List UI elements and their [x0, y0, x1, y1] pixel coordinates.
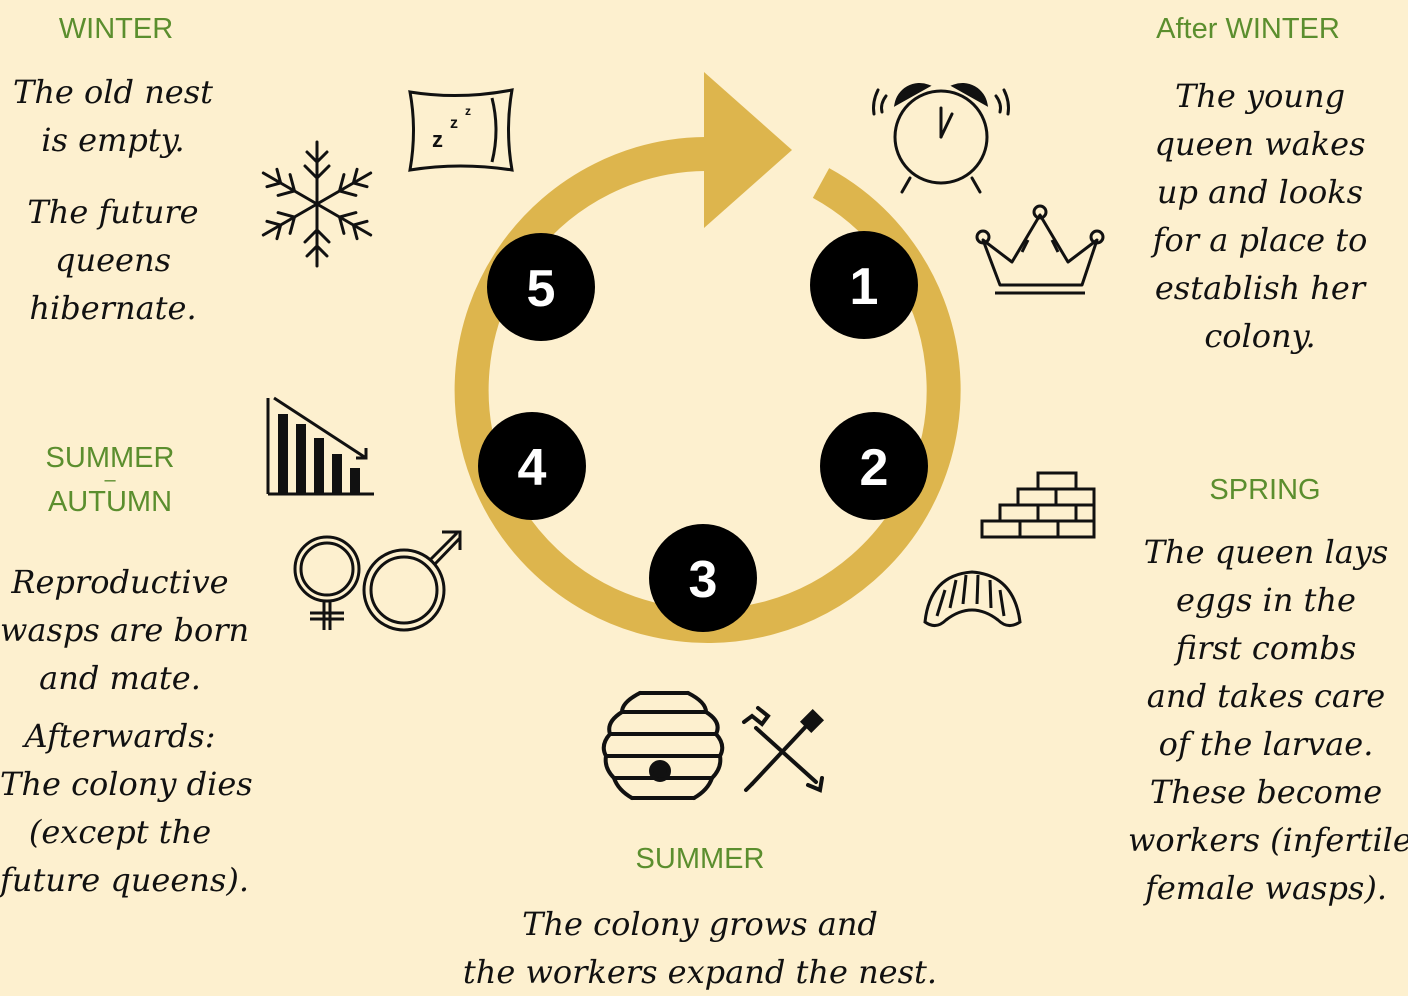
summer-autumn-line: Reproductive — [11, 563, 229, 601]
tools-icon — [742, 706, 825, 793]
female-male-symbols-icon — [293, 530, 462, 632]
step-number-1: 1 — [850, 258, 879, 316]
spring-line: eggs in the — [1176, 581, 1356, 619]
svg-text:z: z — [432, 127, 443, 152]
summer-text: The colony grows and the workers expand … — [450, 900, 950, 996]
pillow-sleep-icon: z z z — [408, 88, 514, 172]
step-badge-5: 5 — [487, 233, 595, 341]
winter-line: The old nest — [12, 73, 214, 111]
after-winter-line: colony. — [1204, 317, 1316, 355]
after-winter-line: queen wakes — [1154, 125, 1366, 163]
after-winter-line: establish her — [1154, 269, 1366, 307]
after-winter-line: up and looks — [1156, 173, 1364, 211]
spring-line: These become — [1149, 773, 1383, 811]
summer-autumn-heading-dash: – — [104, 469, 116, 491]
spring-line: first combs — [1175, 629, 1357, 667]
summer-line: the workers expand the nest. — [462, 953, 938, 991]
svg-text:z: z — [465, 104, 471, 118]
after-winter-line: for a place to — [1152, 221, 1368, 259]
larva-icon — [923, 570, 1022, 627]
winter-heading: WINTER — [58, 13, 174, 45]
spring-line: The queen lays — [1143, 533, 1389, 571]
after-winter-text: The young queen wakes up and looks for a… — [1140, 72, 1380, 360]
brick-wall-icon — [980, 471, 1096, 539]
spring-text: The queen lays eggs in the first combs a… — [1128, 528, 1408, 912]
step-badge-2: 2 — [820, 412, 928, 520]
step-number-5: 5 — [527, 260, 556, 318]
spring-heading: SPRING — [1209, 474, 1321, 506]
summer-autumn-line: future queens). — [0, 861, 249, 899]
summer-autumn-heading-top: SUMMER — [45, 442, 175, 474]
winter-line: is empty. — [41, 121, 185, 159]
alarm-clock-icon — [872, 82, 1010, 194]
winter-line: queens — [55, 241, 171, 279]
spring-line: female wasps). — [1145, 869, 1387, 907]
after-winter-heading: After WINTER — [1156, 13, 1340, 45]
step-number-2: 2 — [860, 439, 889, 497]
summer-autumn-line: (except the — [28, 813, 212, 851]
after-winter-line: The young — [1174, 77, 1346, 115]
summer-autumn-line: wasps are born — [0, 611, 250, 649]
beehive-icon — [601, 691, 725, 800]
step-number-3: 3 — [689, 551, 718, 609]
svg-text:z: z — [450, 115, 458, 132]
step-badge-3: 3 — [649, 524, 757, 632]
summer-line: The colony grows and — [522, 905, 878, 943]
snowflake-icon — [261, 140, 373, 268]
summer-autumn-line: The colony dies — [0, 765, 253, 803]
winter-line: The future — [27, 193, 199, 231]
summer-autumn-heading-bottom: AUTUMN — [47, 486, 173, 518]
spring-line: and takes care — [1146, 677, 1386, 715]
summer-autumn-line: Afterwards: — [24, 717, 216, 755]
summer-autumn-text: Reproductive wasps are born and mate. Af… — [0, 558, 253, 904]
step-badge-4: 4 — [478, 412, 586, 520]
step-number-4: 4 — [518, 439, 547, 497]
spring-line: of the larvae. — [1158, 725, 1374, 763]
step-badge-1: 1 — [810, 231, 918, 339]
winter-line: hibernate. — [29, 289, 197, 327]
summer-autumn-heading: SUMMER – AUTUMN — [30, 442, 190, 518]
spring-line: workers (infertile — [1128, 821, 1408, 859]
summer-autumn-line: and mate. — [39, 659, 201, 697]
crown-icon — [975, 204, 1105, 295]
declining-bar-chart-icon — [266, 396, 374, 496]
winter-text: The old nest is empty. The future queens… — [8, 68, 218, 332]
summer-heading: SUMMER — [635, 843, 765, 875]
